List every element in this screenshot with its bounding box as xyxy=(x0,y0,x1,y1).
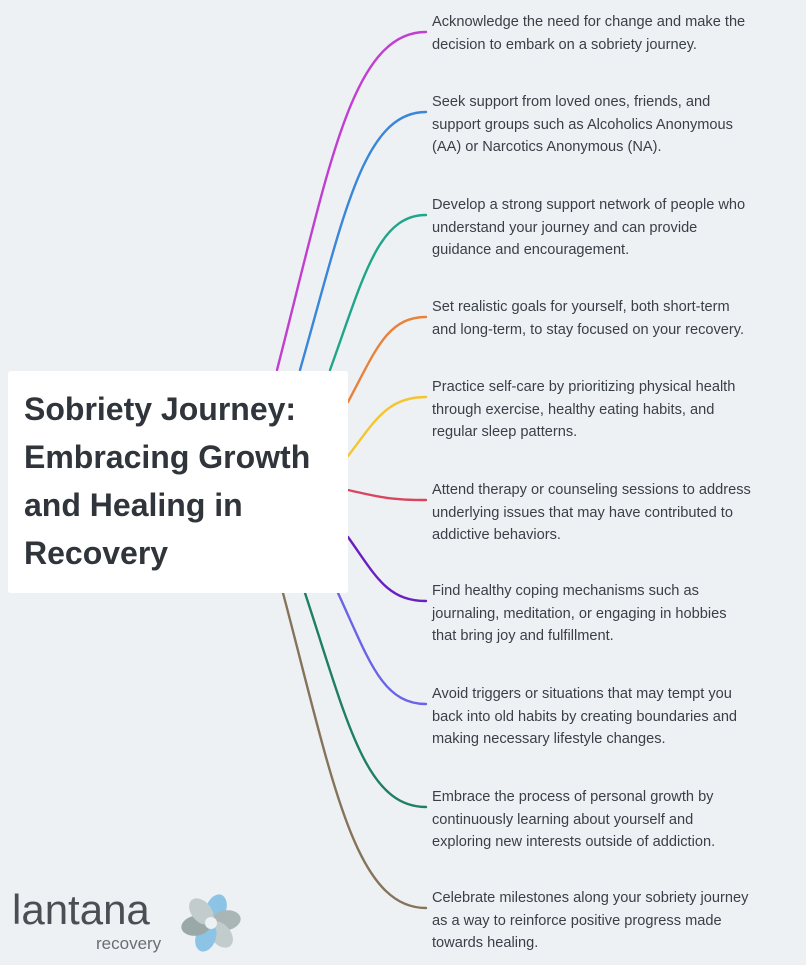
branch-text-line: Embrace the process of personal growth b… xyxy=(432,789,714,805)
branch-connector xyxy=(336,591,428,706)
pinwheel-logo-icon xyxy=(181,894,241,952)
central-topic-title: Sobriety Journey: Embracing Growth and H… xyxy=(24,385,336,577)
branch-node: Practice self-care by prioritizing physi… xyxy=(432,376,804,444)
branch-text-line: support groups such as Alcoholics Anonym… xyxy=(432,116,733,133)
branch-node: Acknowledge the need for change and make… xyxy=(432,11,804,56)
branch-text-line: Acknowledge the need for change and make… xyxy=(432,14,746,30)
branch-node: Celebrate milestones along your sobriety… xyxy=(432,887,804,955)
branch-node: Find healthy coping mechanisms such as jo… xyxy=(432,580,804,648)
logo-wordmark: lantana xyxy=(12,886,150,933)
branch-connector xyxy=(281,591,428,910)
branch-connector xyxy=(346,535,428,603)
branch-text-line: and long-term, to stay focused on your r… xyxy=(432,321,745,338)
branch-connector xyxy=(346,395,428,458)
branch-text-line: regular sleep patterns. xyxy=(432,424,578,440)
branch-node: Embrace the process of personal growth b… xyxy=(432,786,804,854)
branch-text-line: guidance and encouragement. xyxy=(432,242,630,258)
branch-text-line: Celebrate milestones along your sobriety… xyxy=(432,890,749,906)
title-line: and Healing in xyxy=(24,487,243,523)
branch-text-line: Find healthy coping mechanisms such as xyxy=(432,583,699,599)
branch-connector xyxy=(303,591,428,809)
branch-connector xyxy=(275,30,428,372)
branch-connector xyxy=(346,488,428,502)
branch-text-line: (AA) or Narcotics Anonymous (NA). xyxy=(432,139,662,155)
branch-text-line: Practice self-care by prioritizing physi… xyxy=(432,379,736,395)
branch-text-line: Attend therapy or counseling sessions to… xyxy=(432,482,751,498)
branch-node: Avoid triggers or situations that may te… xyxy=(432,683,804,751)
branch-text-line: Avoid triggers or situations that may te… xyxy=(432,686,732,702)
title-line: Sobriety Journey: xyxy=(24,391,297,427)
branch-text-line: that bring joy and fulfillment. xyxy=(432,628,614,644)
branch-text-line: as a way to reinforce positive progress … xyxy=(432,912,722,929)
central-topic: Sobriety Journey: Embracing Growth and H… xyxy=(8,371,348,593)
branch-node: Set realistic goals for yourself, both s… xyxy=(432,296,804,341)
branch-text-line: journaling, meditation, or engaging in h… xyxy=(432,605,727,622)
branch-node: Develop a strong support network of peop… xyxy=(432,194,804,262)
branch-text-line: Set realistic goals for yourself, both s… xyxy=(432,299,730,315)
branch-text-line: towards healing. xyxy=(432,935,539,951)
branch-text-line: underlying issues that may have contribu… xyxy=(432,504,733,521)
branch-text-line: understand your journey and can provide xyxy=(432,219,698,236)
branch-text-line: continuously learning about yourself and xyxy=(432,811,694,828)
branch-text-line: Develop a strong support network of peop… xyxy=(432,197,746,213)
logo-subtitle: recovery xyxy=(96,934,162,953)
branch-text-line: through exercise, healthy eating habits,… xyxy=(432,401,715,418)
branch-node: Seek support from loved ones, friends, a… xyxy=(432,91,804,159)
lantana-recovery-logo: lantana recovery xyxy=(12,888,252,962)
branch-text-line: Seek support from loved ones, friends, a… xyxy=(432,94,711,110)
branch-node: Attend therapy or counseling sessions to… xyxy=(432,479,804,547)
branch-connector xyxy=(298,110,428,372)
title-line: Recovery xyxy=(24,535,169,571)
branch-text-line: back into old habits by creating boundar… xyxy=(432,708,738,725)
title-line: Embracing Growth xyxy=(24,439,311,475)
branch-text-line: making necessary lifestyle changes. xyxy=(432,731,666,747)
branch-text-line: addictive behaviors. xyxy=(432,527,561,543)
branch-text-line: exploring new interests outside of addic… xyxy=(432,834,716,850)
branch-text-line: decision to embark on a sobriety journey… xyxy=(432,36,697,53)
branch-connector xyxy=(346,315,428,404)
branch-connector xyxy=(328,213,428,372)
